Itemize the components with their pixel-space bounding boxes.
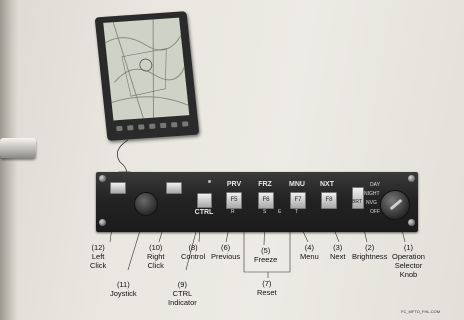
f7-menu-button[interactable]: F7 xyxy=(290,192,306,209)
t-label: T xyxy=(295,209,299,215)
callout-line: Right xyxy=(147,252,165,261)
ctrl-label: CTRL xyxy=(194,209,214,216)
off-label: OFF xyxy=(370,209,380,215)
brightness-rocker[interactable] xyxy=(352,187,364,209)
control-button[interactable] xyxy=(197,193,212,208)
day-label: DAY xyxy=(370,182,380,188)
callout-next: (3) Next xyxy=(330,243,346,261)
brt-label: BRT xyxy=(352,199,362,205)
screw-icon xyxy=(99,175,106,182)
callout-line: CTRL xyxy=(172,289,193,298)
s-label: S xyxy=(263,209,267,215)
callout-previous: (6) Previous xyxy=(211,243,241,261)
callout-line: Operation xyxy=(392,252,425,261)
joystick-control[interactable] xyxy=(134,192,158,216)
f8-next-button[interactable]: F8 xyxy=(321,192,337,209)
callout-line: Click xyxy=(147,261,164,270)
callout-joystick: (11) Joystick xyxy=(110,280,137,298)
callout-line: Left xyxy=(91,252,105,261)
page-binding-shadow xyxy=(0,0,18,320)
night-label: NIGHT xyxy=(364,191,380,197)
screw-icon xyxy=(99,219,106,226)
callout-brightness: (2) Brightness xyxy=(352,243,388,261)
e-label: E xyxy=(278,209,282,215)
ctrl-indicator-led xyxy=(208,180,211,183)
callout-reset: (7) Reset xyxy=(257,279,277,297)
screw-icon xyxy=(408,219,415,226)
r-label: R xyxy=(231,209,235,215)
callout-line: Click xyxy=(90,261,107,270)
callout-menu: (4) Menu xyxy=(300,243,319,261)
nvg-label: NVG xyxy=(366,200,377,206)
mnu-label: MNU xyxy=(289,181,305,188)
prv-label: PRV xyxy=(226,181,242,188)
tablet-device-illustration xyxy=(94,11,200,141)
operation-selector-knob[interactable] xyxy=(380,190,410,220)
f6-freeze-button[interactable]: F6 xyxy=(258,192,274,209)
tablet-map-screen xyxy=(103,17,190,121)
binder-ring xyxy=(0,138,36,158)
callout-line: Knob xyxy=(399,270,418,279)
left-click-button[interactable] xyxy=(110,182,126,194)
f5-previous-button[interactable]: F5 xyxy=(226,192,242,209)
map-image xyxy=(105,19,189,119)
screw-icon xyxy=(408,175,415,182)
callout-control: (8) Control xyxy=(181,243,206,261)
callout-line: Selector xyxy=(394,261,423,270)
frz-label: FRZ xyxy=(258,181,272,188)
nxt-label: NXT xyxy=(320,181,334,188)
callout-line: Indicator xyxy=(168,298,197,307)
callout-freeze: (5) Freeze xyxy=(254,246,278,264)
figure-code: FC_MFTO_FHL.COM xyxy=(401,309,441,314)
right-click-button[interactable] xyxy=(166,182,182,194)
